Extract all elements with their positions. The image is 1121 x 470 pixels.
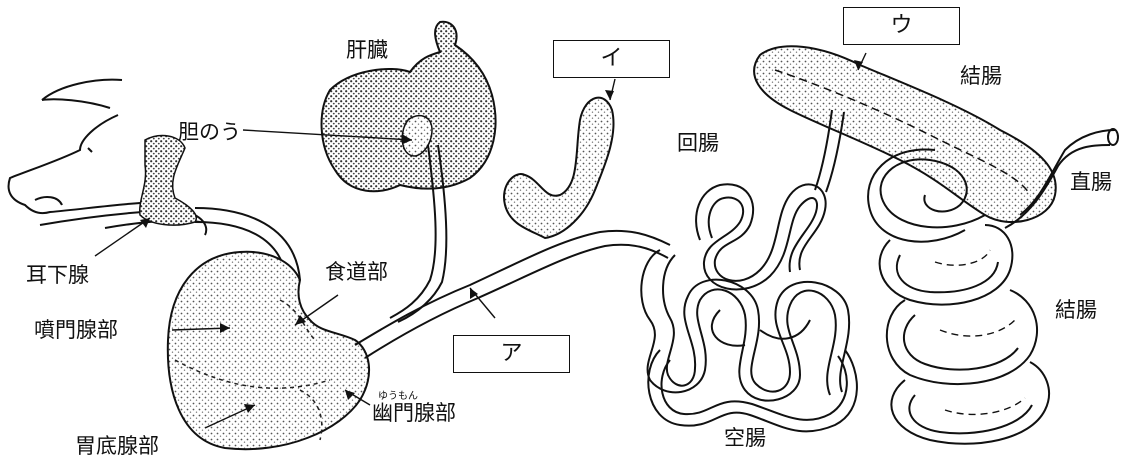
fundic-region-label: 胃底腺部 [75,436,159,457]
liver-label: 肝臓 [346,40,388,61]
parotid-label: 耳下腺 [26,265,89,286]
small-intestine-coils [641,184,857,431]
colon-spiral-flow [935,250,1025,414]
cecum [504,98,614,238]
pyloric-region-label: 幽門腺部 [372,403,456,424]
gallbladder-label: 胆のう [178,122,241,143]
esophageal-region-label: 食道部 [325,262,388,283]
parotid-gland [140,136,197,225]
rectum-label: 直腸 [1070,172,1112,193]
colon-upper [754,46,1056,222]
colon-label-right: 結腸 [1055,300,1097,321]
colon-label-top: 結腸 [960,66,1002,87]
answer-box-u: ウ [843,7,960,45]
answer-box-i: イ [553,40,670,78]
answer-box-a: ア [453,335,570,373]
ileum-label: 回腸 [677,133,719,154]
cardiac-region-label: 噴門腺部 [34,320,118,341]
jejunum-label: 空腸 [724,428,766,449]
